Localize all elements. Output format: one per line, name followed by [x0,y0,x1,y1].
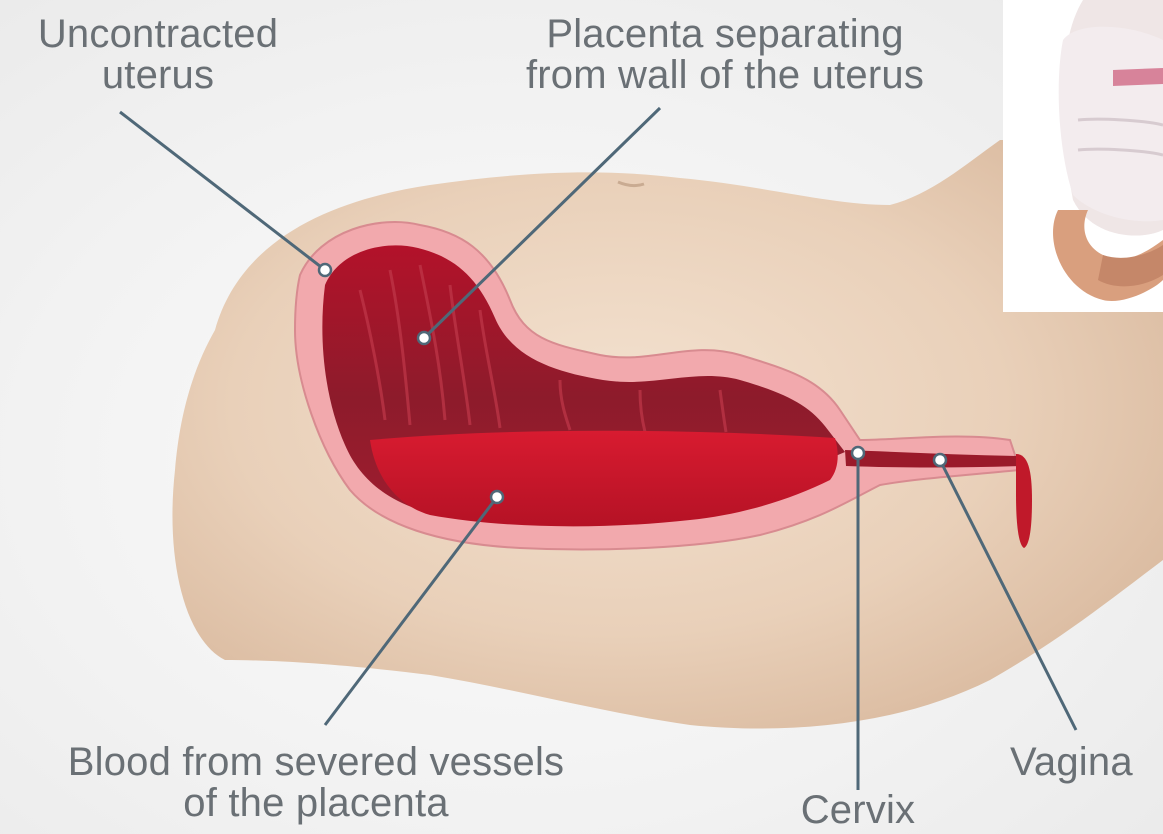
label-cervix: Cervix [778,790,938,831]
label-uncontracted-uterus: Uncontracted uterus [0,14,316,96]
dot-blood-vessels [491,491,503,503]
dot-uncontracted-uterus [319,264,331,276]
label-blood-from-severed-vessels: Blood from severed vessels of the placen… [0,742,632,824]
label-line: of the placenta [0,783,632,824]
label-line: Vagina [1010,742,1163,783]
label-line: Cervix [778,790,938,831]
label-line: Placenta separating [470,14,980,55]
leader-uncontracted-uterus [120,112,325,270]
dot-vagina [934,454,946,466]
label-line: from wall of the uterus [470,55,980,96]
label-vagina: Vagina [1010,742,1163,783]
label-line: uterus [0,55,316,96]
label-line: Blood from severed vessels [0,742,632,783]
dot-cervix [852,447,864,459]
dot-placenta-separating [418,332,430,344]
label-placenta-separating: Placenta separating from wall of the ute… [470,14,980,96]
pregnant-belly-photo-inset [1003,0,1163,312]
label-line: Uncontracted [0,14,316,55]
